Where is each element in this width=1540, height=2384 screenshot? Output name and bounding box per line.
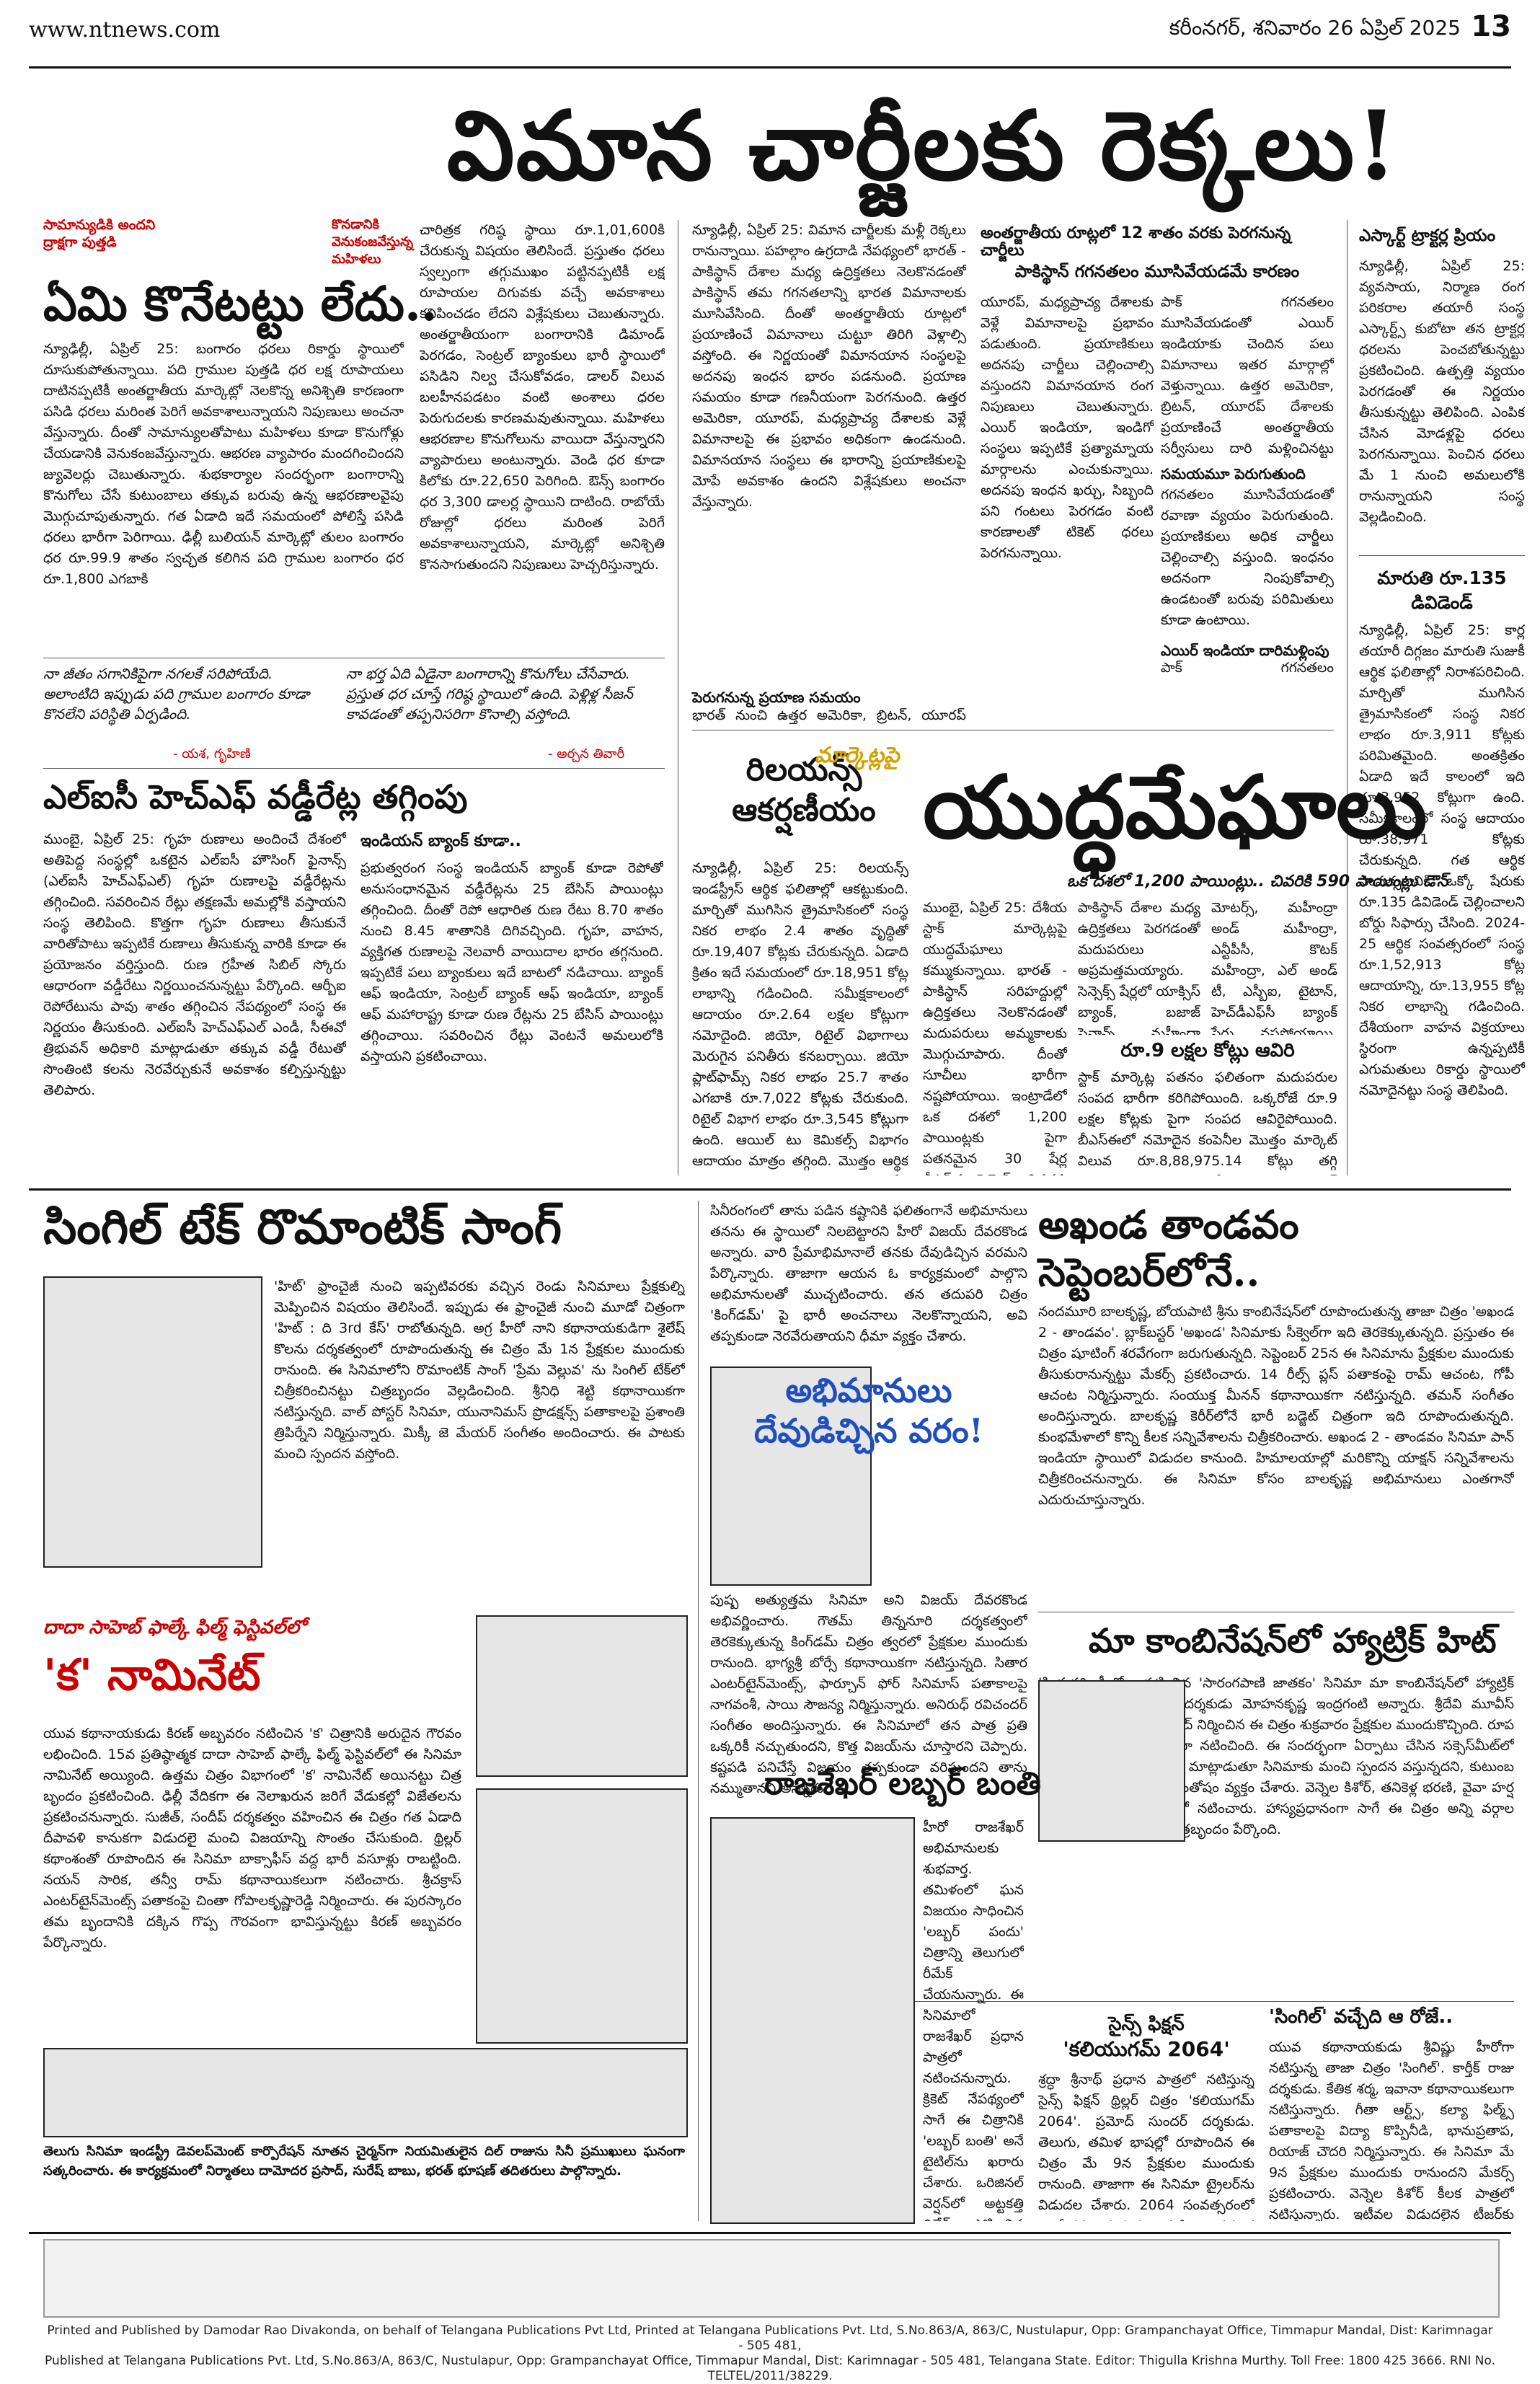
combination-headline: మా కాంబినేషన్‌లో హ్యాట్రిక్ హిట్	[1089, 1621, 1497, 1660]
gold-body-col2: చారిత్రక గరిష్ఠ స్థాయి రూ.1,01,600కి చేర…	[420, 222, 665, 573]
market-deck: ఒక దశలో 1,200 పాయింట్లు.. చివరికి 590 పా…	[1067, 873, 1448, 891]
maruti-body: న్యూఢిల్లీ, ఏప్రిల్ 25: కార్ల తయారీ దిగ్…	[1359, 622, 1525, 1098]
market-body-col1: ముంబై, ఏప్రిల్ 25: దేశీయ స్టాక్ మార్కెట్…	[923, 900, 1067, 1175]
single-tech-headline: సింగిల్ టేక్ రొమాంటిక్ సాంగ్	[43, 1198, 562, 1255]
song-photo	[43, 1276, 262, 1568]
akhanda-body: నందమూరి బాలకృష్ణ, బోయపాటి శ్రీను కాంబినే…	[1038, 1304, 1514, 1508]
vijay-headline: అభిమానులు దేవుడిచ్చిన వరం!	[754, 1371, 983, 1450]
gold-quote-2-author: - అర్చన తివారీ	[548, 746, 625, 761]
market-body-col2: పాకిస్థాన్ దేశాల మధ్య ఉద్రిక్తతలు పెరగడం…	[1078, 900, 1200, 1035]
lic-headline: ఎల్ఐసీ హెచ్ఎఫ్ వడ్డీరేట్ల తగ్గింపు	[43, 777, 468, 816]
footer-photo-strip	[43, 2239, 1500, 2318]
airfare-kicker: అంతర్జాతీయ రూట్లలో 12 శాతం వరకు పెరగనున్…	[981, 224, 1291, 260]
column-divider-lower	[698, 1201, 699, 2221]
rajasekhar-photo	[710, 1817, 915, 2224]
reliance-headline: రిలయన్స్ ఆకర్షణీయం	[732, 751, 876, 829]
header-rule	[29, 66, 1511, 69]
gold-headline: ఏమి కొనేటట్టు లేదు..	[43, 275, 438, 332]
page-number: 13	[1471, 10, 1511, 43]
tractor-rule	[1359, 555, 1525, 556]
kaliyugam-headline: 'కలియుగమ్ 2064'	[1063, 2037, 1230, 2061]
column-divider-right	[1347, 220, 1348, 1175]
dadasaheb-headline: 'క' నామినేట్	[43, 1650, 261, 1700]
airfare-body-col1: న్యూఢిల్లీ, ఏప్రిల్ 25: విమాన చార్జీలకు …	[692, 222, 966, 510]
airfare-body-col3: భారత్ నుంచి ఉత్తర అమెరికా, బ్రిటన్, యూరప…	[692, 707, 966, 723]
kaliyugam-body: శ్రద్ధా శ్రీనాథ్ ప్రధాన పాత్రలో నటిస్తున…	[1038, 2072, 1254, 2221]
section-rule	[29, 1188, 1511, 1191]
lic-subhead: ఇండియన్ బ్యాంక్ కూడా..	[360, 832, 521, 850]
dadasaheb-kicker: దాదా సాహెబ్ ఫాల్కే ఫిల్మ్ ఫెస్టివల్‌లో	[43, 1617, 306, 1638]
single-body: యువ కథానాయకుడు శ్రీవిష్ణు హీరోగా నటిస్తు…	[1269, 2039, 1514, 2221]
ka-poster	[476, 1615, 688, 1777]
reliance-body: న్యూఢిల్లీ, ఏప్రిల్ 25: రిలయన్స్ ఇండస్ట్…	[692, 860, 908, 1175]
gold-quote-1-author: - యశ, గృహిణి	[173, 746, 251, 761]
airfare-body-col5: పాక్ గగనతలం మూసివేయడంతో ఎయిర్ ఇండియాకు చ…	[1161, 660, 1334, 676]
maruti-headline: మారుతి రూ.135 డివిడెండ్	[1377, 568, 1507, 613]
page-header: www.ntnews.com కరీంనగర్, శనివారం 26 ఏప్ర…	[0, 0, 1540, 65]
akhanda-headline: అఖండ తాండవం సెప్టెంబర్‌లోనే..	[1038, 1201, 1299, 1295]
lic-body: ముంబై, ఏప్రిల్ 25: గృహ రుణాలు అందించే దే…	[43, 831, 346, 1098]
imprint-line-1: Printed and Published by Damodar Rao Div…	[47, 2323, 1493, 2353]
airfare-subhead: పాకిస్థాన్ గగనతలం మూసివేయడమే కారణం	[1014, 262, 1300, 281]
gold-quote-1: నా జీతం సగానికిపైగా నగలకే సరిపోయేది. అలా…	[43, 665, 310, 723]
director-photo	[1038, 1680, 1185, 1842]
dadasaheb-body: యువ కథానాయకుడు కిరణ్ అబ్బవరం నటించిన 'క'…	[43, 1726, 461, 1951]
lower-rule	[710, 2001, 1514, 2002]
vijay-body: సినీరంగంలో తాను పడిన కష్టానికి ఫలితంగానే…	[710, 1203, 1027, 1344]
airfare-subhead-4: ఎయిర్ ఇండియా దారిమళ్లింపు	[1161, 642, 1329, 659]
airfare-subhead-2: పెరుగనున్న ప్రయాణ సమయం	[692, 689, 861, 706]
dadasaheb-footer: తెలుగు సినిమా ఇండస్ట్రీ డెవలప్‌మెంట్ కార…	[43, 2144, 685, 2178]
lic-body-2: ప్రభుత్వరంగ సంస్థ ఇండియన్ బ్యాంక్ కూడా ర…	[360, 860, 663, 1064]
vijay-photo	[710, 1367, 872, 1586]
imprint-line-2: Published at Telangana Publications Pvt.…	[45, 2354, 1495, 2383]
market-body-col3: మోటర్స్, మహీంద్రా అండ్ మహీంద్రా, ఎన్టీపీ…	[1211, 900, 1337, 1035]
masthead-headline: విమాన చార్జీలకు రెక్కలు!	[446, 90, 1399, 202]
market-headline: యుద్ధమేఘాలు	[923, 756, 1428, 858]
event-photo	[43, 2048, 688, 2137]
airfare-body-col2: యూరప్, మధ్యప్రాచ్య దేశాలకు వెళ్లే విమానా…	[981, 294, 1154, 561]
vijay-body-2: పుష్ప అత్యుత్తమ సినిమా అని విజయ్ దేవరకొం…	[710, 1592, 1027, 1796]
rajasekhar-headline: రాజశేఖర్ లబ్బర్ బంతి	[764, 1765, 1041, 1802]
market-kicker: మార్కెట్లపై	[815, 743, 900, 768]
kaliyugam-kicker: సైన్స్ ఫిక్షన్	[1108, 2013, 1185, 2035]
gold-body-col1: న్యూఢిల్లీ, ఏప్రిల్ 25: బంగారం ధరలు రికా…	[43, 341, 404, 587]
airfare-body-extra: పాక్ గగనతలం మూసివేయడంతో ఎయిర్ ఇండియాకు చ…	[1161, 294, 1334, 456]
gold-kicker-2: కొనడానికి వెనుకంజవేస్తున్న మహిళలు	[332, 217, 413, 267]
tractor-body: న్యూఢిల్లీ, ఏప్రిల్ 25: వ్యవసాయ, నిర్మాణ…	[1359, 258, 1525, 525]
dilraju-photo	[476, 1788, 688, 2044]
gold-kicker: సామాన్యుడికి అందని ద్రాక్షగా పుత్తడి	[43, 217, 156, 250]
airfare-body-col4: గగనతలం మూసివేయడంతో రవాణా వ్యయం పెరుగుతుం…	[1161, 487, 1334, 628]
edition-date: కరీంనగర్, శనివారం 26 ఏప్రిల్ 2025	[1169, 16, 1461, 40]
airfare-subhead-3: సమయమూ పెరుగుతుంది	[1161, 465, 1306, 482]
tractor-headline: ఎస్కార్ట్ ట్రాక్టర్ల ప్రియం	[1359, 226, 1496, 245]
imprint: Printed and Published by Damodar Rao Div…	[43, 2323, 1497, 2384]
single-tech-body: 'హిట్' ఫ్రాంచైజీ నుంచి ఇప్పటివరకు వచ్చిన…	[274, 1279, 685, 1462]
gold-quote-2: నా భర్త ఏది ఏడైనా బంగారాన్ని కొనుగోలు చే…	[346, 665, 633, 723]
gold-bottom-rule	[43, 768, 665, 769]
site-url[interactable]: www.ntnews.com	[29, 17, 221, 43]
rajasekhar-body: హీరో రాజశేఖర్ అభిమానులకు శుభవార్త. తమిళం…	[923, 1819, 1024, 2221]
market-subhead: రూ.9 లక్షల కోట్లు ఆవిరి	[1120, 1040, 1295, 1061]
footer-rule	[29, 2232, 1511, 2234]
market-body-col4: స్టాక్ మార్కెట్ల పతనం ఫలితంగా మదుపరుల సం…	[1078, 1069, 1337, 1175]
single-headline: 'సింగిల్' వచ్చేది ఆ రోజే..	[1269, 2006, 1453, 2028]
